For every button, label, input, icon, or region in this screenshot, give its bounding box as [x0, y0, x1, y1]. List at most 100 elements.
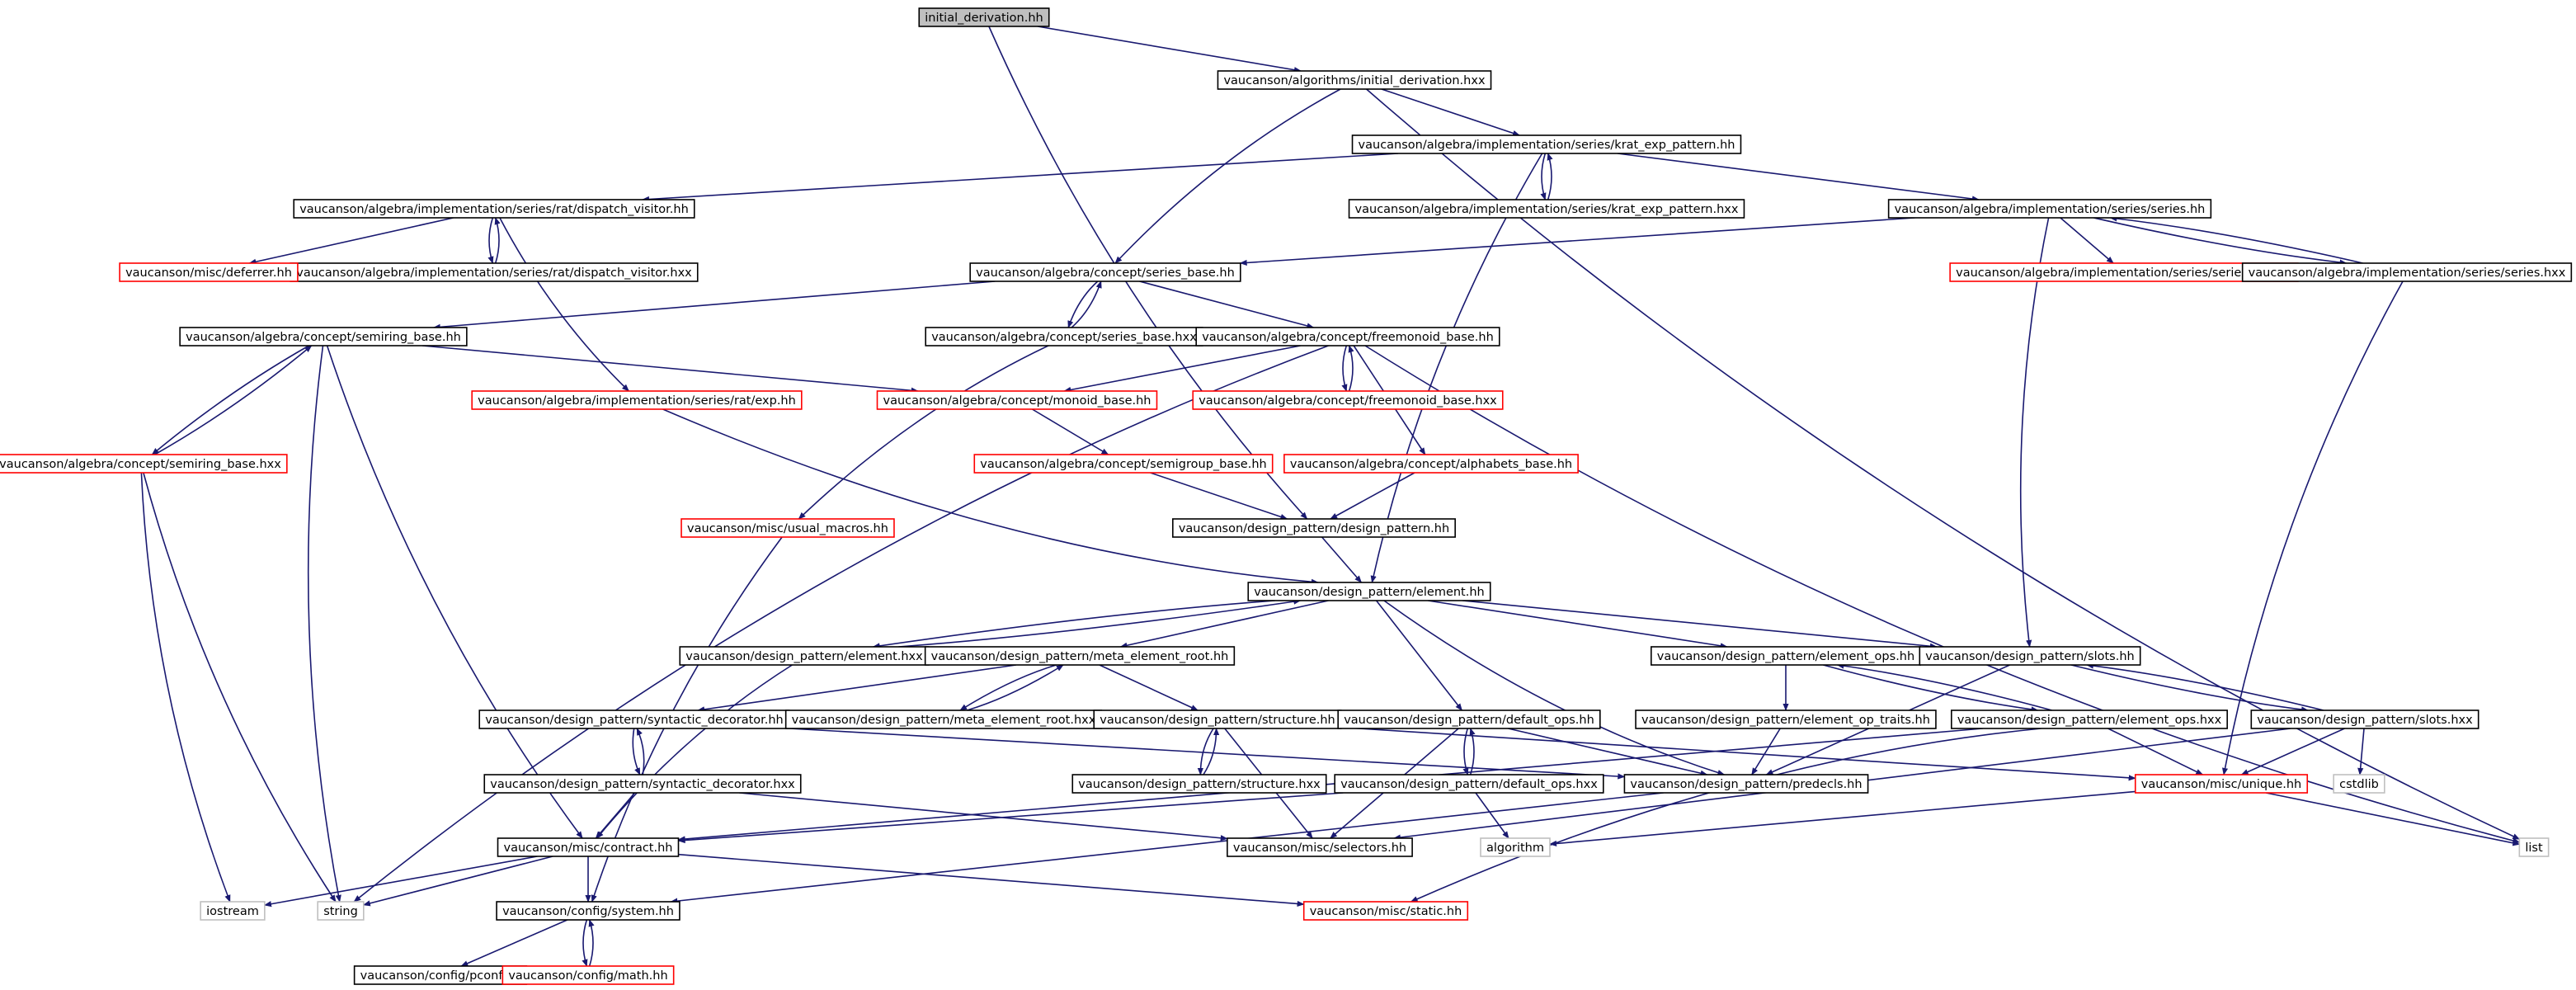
- node-alg-hxx[interactable]: vaucanson/algorithms/initial_derivation.…: [1217, 70, 1492, 90]
- node-meta-hxx[interactable]: vaucanson/design_pattern/meta_element_ro…: [784, 710, 1103, 729]
- node-box: [293, 199, 695, 219]
- node-deferrer[interactable]: vaucanson/misc/deferrer.hh: [119, 262, 299, 282]
- node-label: vaucanson/algebra/concept/freemonoid_bas…: [1199, 394, 1497, 408]
- node-dp[interactable]: vaucanson/design_pattern/design_pattern.…: [1172, 518, 1456, 538]
- node-label: vaucanson/config/pconf.hh: [360, 969, 521, 983]
- node-box: [1951, 710, 2228, 729]
- node-eot[interactable]: vaucanson/design_pattern/element_op_trai…: [1635, 710, 1937, 729]
- node-box: [496, 901, 680, 921]
- node-monoid[interactable]: vaucanson/algebra/concept/monoid_base.hh: [876, 390, 1158, 410]
- edge-struct_hh-to-struct_hxx: [1197, 728, 1214, 776]
- edge-ratexp-to-elem_hh: [662, 408, 1319, 585]
- node-iostream[interactable]: iostream: [200, 901, 266, 921]
- node-syn-hh[interactable]: vaucanson/design_pattern/syntactic_decor…: [478, 710, 790, 729]
- node-box: [119, 262, 299, 282]
- edge-eops_hxx-to-eops_hh: [1836, 662, 2052, 711]
- node-slots-hh[interactable]: vaucanson/design_pattern/slots.hh: [1919, 646, 2141, 666]
- node-semiring-hh[interactable]: vaucanson/algebra/concept/semiring_base.…: [179, 327, 468, 346]
- node-series-rep[interactable]: vaucanson/algebra/implementation/series/…: [1949, 262, 2299, 282]
- node-box: [471, 390, 803, 410]
- node-label: vaucanson/algebra/implementation/series/…: [478, 394, 796, 408]
- node-semigroup[interactable]: vaucanson/algebra/concept/semigroup_base…: [973, 454, 1274, 474]
- edge-syn_hxx-to-syn_hh: [636, 728, 645, 776]
- node-box: [200, 901, 266, 921]
- node-box: [179, 327, 468, 346]
- node-math[interactable]: vaucanson/config/math.hh: [502, 965, 675, 985]
- node-eops-hh[interactable]: vaucanson/design_pattern/element_ops.hh: [1651, 646, 1921, 666]
- edge-meta_hh-to-struct_hh: [1099, 664, 1199, 711]
- edge-syn_hh-to-syn_hxx: [632, 728, 641, 776]
- node-selectors[interactable]: vaucanson/misc/selectors.hh: [1227, 837, 1413, 857]
- node-struct-hxx[interactable]: vaucanson/design_pattern/structure.hxx: [1071, 774, 1327, 794]
- edges-layer: [140, 26, 2521, 967]
- node-usual[interactable]: vaucanson/misc/usual_macros.hh: [680, 518, 895, 538]
- node-algorithm[interactable]: algorithm: [1480, 837, 1551, 857]
- node-box: [1071, 774, 1327, 794]
- node-elem-hh[interactable]: vaucanson/design_pattern/element.hh: [1247, 582, 1491, 601]
- edge-unique-to-algorithm: [1549, 790, 2136, 847]
- node-box: [1480, 837, 1551, 857]
- node-disp-hh[interactable]: vaucanson/algebra/implementation/series/…: [293, 199, 695, 219]
- node-box: [876, 390, 1158, 410]
- edge-kexp_hh-to-disp_hh: [642, 153, 1399, 203]
- node-box: [1351, 134, 1742, 154]
- node-predecls[interactable]: vaucanson/design_pattern/predecls.hh: [1623, 774, 1869, 794]
- node-label: vaucanson/misc/usual_macros.hh: [687, 522, 888, 535]
- edge-monoid-to-semigroup: [1031, 408, 1109, 455]
- node-box: [1919, 646, 2141, 666]
- node-label: vaucanson/algebra/concept/alphabets_base…: [1290, 458, 1572, 471]
- node-label: vaucanson/misc/static.hh: [1310, 905, 1462, 918]
- edge-elem_hh-to-meta_hh: [1119, 600, 1329, 648]
- edge-kexp_hxx-to-kexp_hh: [1547, 153, 1553, 200]
- node-slots-hxx[interactable]: vaucanson/design_pattern/slots.hxx: [2250, 710, 2479, 729]
- edge-elem_hh-to-dops_hh: [1375, 600, 1463, 711]
- node-freemon-hxx[interactable]: vaucanson/algebra/concept/freemonoid_bas…: [1192, 390, 1504, 410]
- node-label: vaucanson/algebra/implementation/series/…: [1895, 203, 2206, 216]
- node-box: [918, 7, 1050, 27]
- node-meta-hh[interactable]: vaucanson/design_pattern/meta_element_ro…: [924, 646, 1236, 666]
- node-box: [1283, 454, 1579, 474]
- node-unique[interactable]: vaucanson/misc/unique.hh: [2134, 774, 2309, 794]
- node-cstdlib[interactable]: cstdlib: [2333, 774, 2385, 794]
- node-contract[interactable]: vaucanson/misc/contract.hh: [497, 837, 680, 857]
- node-dops-hxx[interactable]: vaucanson/design_pattern/default_ops.hxx: [1334, 774, 1604, 794]
- node-freemon-hh[interactable]: vaucanson/algebra/concept/freemonoid_bas…: [1195, 327, 1500, 346]
- node-struct-hh[interactable]: vaucanson/design_pattern/structure.hh: [1093, 710, 1342, 729]
- node-root[interactable]: initial_derivation.hh: [918, 7, 1050, 27]
- edge-series_hh-to-sbase_hh: [1239, 217, 1915, 266]
- edge-struct_hh-to-unique: [1340, 726, 2136, 781]
- node-string[interactable]: string: [317, 901, 365, 921]
- node-sbase-hxx[interactable]: vaucanson/algebra/concept/series_base.hx…: [925, 327, 1203, 346]
- node-semiring-hxx[interactable]: vaucanson/algebra/concept/semiring_base.…: [0, 454, 288, 474]
- node-box: [2518, 837, 2550, 857]
- node-system[interactable]: vaucanson/config/system.hh: [496, 901, 680, 921]
- node-series-hh[interactable]: vaucanson/algebra/implementation/series/…: [1887, 199, 2212, 219]
- edge-sbase_hh-to-semiring_hh: [432, 280, 996, 330]
- node-label: vaucanson/design_pattern/meta_element_ro…: [931, 650, 1229, 663]
- edge-disp_hxx-to-disp_hh: [494, 217, 501, 264]
- node-box: [924, 646, 1236, 666]
- node-series-hxx[interactable]: vaucanson/algebra/implementation/series/…: [2241, 262, 2573, 282]
- node-label: vaucanson/design_pattern/default_ops.hh: [1344, 714, 1594, 727]
- node-pconf[interactable]: vaucanson/config/pconf.hh: [353, 965, 528, 985]
- node-ratexp[interactable]: vaucanson/algebra/implementation/series/…: [471, 390, 803, 410]
- node-label: vaucanson/algebra/concept/semiring_base.…: [0, 458, 281, 471]
- node-label: vaucanson/algebra/concept/monoid_base.hh: [883, 394, 1151, 408]
- node-dops-hh[interactable]: vaucanson/design_pattern/default_ops.hh: [1337, 710, 1601, 729]
- node-label: vaucanson/misc/contract.hh: [504, 842, 673, 855]
- node-label: algorithm: [1486, 842, 1544, 855]
- node-disp-hxx[interactable]: vaucanson/algebra/implementation/series/…: [290, 262, 699, 282]
- node-eops-hxx[interactable]: vaucanson/design_pattern/element_ops.hxx: [1951, 710, 2228, 729]
- node-elem-hxx[interactable]: vaucanson/design_pattern/element.hxx: [679, 646, 930, 666]
- edge-sbase_hh-to-freemon_hh: [1139, 280, 1315, 329]
- node-kexp-hxx[interactable]: vaucanson/algebra/implementation/series/…: [1348, 199, 1745, 219]
- node-kexp-hh[interactable]: vaucanson/algebra/implementation/series/…: [1351, 134, 1742, 154]
- node-alphabets[interactable]: vaucanson/algebra/concept/alphabets_base…: [1283, 454, 1579, 474]
- edge-elem_hh-to-slots_hh: [1462, 600, 1938, 649]
- node-box: [2250, 710, 2479, 729]
- node-sbase-hh[interactable]: vaucanson/algebra/concept/series_base.hh: [969, 262, 1241, 282]
- node-list[interactable]: list: [2518, 837, 2550, 857]
- node-syn-hxx[interactable]: vaucanson/design_pattern/syntactic_decor…: [483, 774, 802, 794]
- node-static[interactable]: vaucanson/misc/static.hh: [1302, 901, 1469, 921]
- edge-elem_hh-to-eops_hh: [1428, 600, 1728, 649]
